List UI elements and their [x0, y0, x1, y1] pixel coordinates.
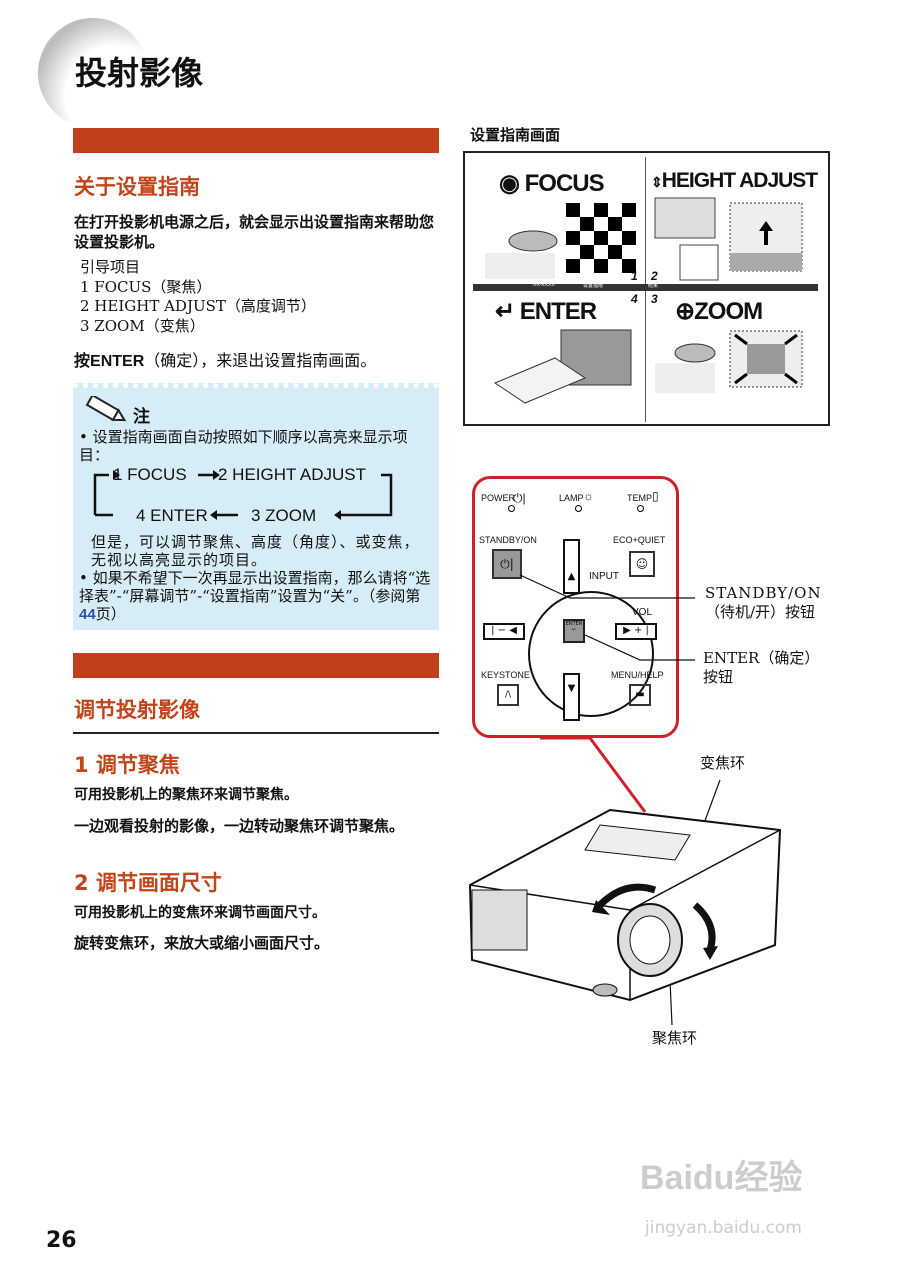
note-bullet-2-text: 如果不希望下一次再显示出设置指南，那么请将“选择表”-“屏幕调节”-“设置指南”… — [79, 569, 431, 605]
up-input-button[interactable]: ▲ — [563, 539, 580, 594]
projector-illustration — [468, 808, 782, 1002]
menu-label: MENU/HELP — [611, 670, 664, 680]
watermark-url: jingyan.baidu.com — [645, 1218, 802, 1238]
eco-label: ECO+QUIET — [613, 535, 666, 545]
num-3: 3 — [651, 292, 658, 306]
section-bar — [73, 653, 439, 678]
input-label: INPUT — [589, 571, 619, 582]
standby-callout-en: STANDBY/ON — [705, 584, 822, 602]
flow-step-4: 4 ENTER — [136, 506, 208, 525]
note-box: 注 • 设置指南画面自动按照如下顺序以高亮来显示项目： 1 FOCUS 2 HE… — [73, 383, 439, 630]
temp-icon: ▯ — [652, 489, 659, 503]
section-heading-setup-guide: 关于设置指南 — [74, 175, 200, 199]
zoom-icon: ⊕ — [675, 298, 695, 325]
temp-led — [637, 505, 644, 512]
focus-icon: ◉ — [499, 170, 525, 197]
divider — [73, 732, 439, 734]
enter-button[interactable]: ENTER↵ — [563, 619, 585, 643]
down-button[interactable]: ▼ — [563, 673, 580, 721]
power-led — [508, 505, 515, 512]
zoom-ring-label: 变焦环 — [700, 754, 746, 772]
note-bullet-2-end: 页） — [95, 605, 126, 623]
exit-prefix: 按 — [74, 351, 91, 370]
keystone-button[interactable]: /\ — [497, 684, 519, 706]
lamp-led — [575, 505, 582, 512]
vol-label: VOL — [632, 607, 653, 618]
direction-ring — [528, 591, 654, 717]
standby-label: STANDBY/ON — [479, 535, 537, 545]
lamp-indicator-label: LAMP — [559, 493, 584, 503]
guide-item: 1 FOCUS（聚焦） — [80, 277, 212, 296]
page-title: 投射影像 — [75, 54, 204, 92]
guide-status-bar: XX-XXXX 设置指南 结束 — [473, 282, 818, 291]
guide-focus: ◉ FOCUS — [499, 170, 605, 197]
flow-step-3: 3 ZOOM — [251, 506, 317, 525]
eco-quiet-button[interactable]: ☺ — [629, 551, 655, 577]
baidu-watermark: Baidu经验 — [640, 1159, 803, 1197]
standby-button[interactable]: ⏻| — [492, 549, 522, 579]
focus-ring-label: 聚焦环 — [652, 1029, 698, 1047]
power-icon: ⏻| — [513, 491, 526, 505]
enter-callout-en: ENTER（确定） — [703, 649, 820, 667]
section-heading-adjust: 调节投射影像 — [74, 698, 200, 722]
flow-step-1: 1 FOCUS — [113, 465, 187, 484]
note-bullet-2: • 如果不希望下一次再显示出设置指南，那么请将“选择表”-“屏幕调节”-“设置指… — [79, 569, 431, 623]
bar-title: 设置指南 — [583, 283, 604, 289]
guide-item: 2 HEIGHT ADJUST（高度调节） — [80, 297, 316, 315]
bar-end: 结束 — [648, 283, 659, 289]
note-title: 注 — [133, 407, 150, 427]
guide-item: 3 ZOOM（变焦） — [80, 316, 205, 335]
subheading-focus: 1 调节聚焦 — [74, 753, 180, 777]
lamp-icon: ☼ — [583, 489, 594, 503]
standby-callout: STANDBY/ON（待机/开）按钮 — [705, 584, 822, 622]
intro-text: 在打开投影机电源之后，就会显示出设置指南来帮助您设置投影机。 — [74, 213, 435, 251]
enter-icon: ↵ — [495, 298, 520, 325]
guide-enter: ↵ ENTER — [495, 298, 597, 325]
num-1: 1 — [631, 269, 638, 283]
guide-label: 引导项目 — [80, 258, 141, 276]
power-indicator-label: POWER — [481, 493, 516, 503]
note-bullet-1-cont: 但是，可以调节聚焦、高度（角度）、或变焦，无视以高亮显示的项目。 — [91, 533, 420, 569]
exit-suffix: （确定），来退出设置指南画面。 — [144, 351, 377, 370]
bar-model: XX-XXXX — [533, 282, 555, 288]
subheading-size: 2 调节画面尺寸 — [74, 871, 222, 895]
exit-key: ENTER — [90, 353, 145, 370]
size-text-2: 旋转变焦环，来放大或缩小画面尺寸。 — [74, 934, 330, 952]
keystone-label: KEYSTONE — [481, 670, 530, 680]
flow-arrows — [93, 470, 393, 520]
focus-text-2: 一边观看投射的影像，一边转动聚焦环调节聚焦。 — [74, 817, 405, 835]
menu-help-button[interactable]: ▬ — [629, 684, 651, 706]
page-number: 26 — [46, 1228, 77, 1253]
right-vol-button[interactable]: ▶ + | — [615, 623, 657, 640]
num-2: 2 — [651, 269, 658, 283]
corner-decoration — [38, 18, 148, 128]
guide-items: 引导项目 1 FOCUS（聚焦） 2 HEIGHT ADJUST（高度调节） 3… — [80, 258, 316, 336]
focus-text-1: 可用投影机上的聚焦环来调节聚焦。 — [74, 787, 298, 803]
flow-step-2: 2 HEIGHT ADJUST — [218, 465, 366, 484]
enter-key-label: ENTER — [565, 621, 583, 627]
enter-callout-cn: 按钮 — [703, 668, 734, 686]
num-4: 4 — [631, 292, 638, 306]
size-text-1: 可用投影机上的变焦环来调节画面尺寸。 — [74, 905, 326, 921]
enter-callout: ENTER（确定）按钮 — [703, 649, 819, 687]
page-ref-link[interactable]: 44 — [79, 606, 96, 623]
standby-callout-cn: （待机/开）按钮 — [705, 603, 816, 621]
guide-zoom: ⊕ZOOM — [675, 298, 763, 325]
exit-instruction: 按ENTER（确定），来退出设置指南画面。 — [74, 351, 444, 372]
pencil-icon — [85, 396, 127, 422]
setup-guide-screen: XX-XXXX 设置指南 结束 ◉ FOCUS ⇕HEIGHT ADJUST ↵… — [463, 151, 830, 426]
temp-indicator-label: TEMP — [627, 493, 653, 503]
height-icon: ⇕ — [651, 174, 663, 190]
guide-illustrations — [485, 197, 803, 404]
guide-caption: 设置指南画面 — [470, 126, 561, 144]
left-button[interactable]: | − ◀ — [483, 623, 525, 640]
guide-height: ⇕HEIGHT ADJUST — [651, 169, 818, 192]
section-bar — [73, 128, 439, 153]
note-bullet-1: • 设置指南画面自动按照如下顺序以高亮来显示项目： — [79, 428, 408, 464]
note-bullet-1-text: 设置指南画面自动按照如下顺序以高亮来显示项目： — [79, 428, 408, 464]
